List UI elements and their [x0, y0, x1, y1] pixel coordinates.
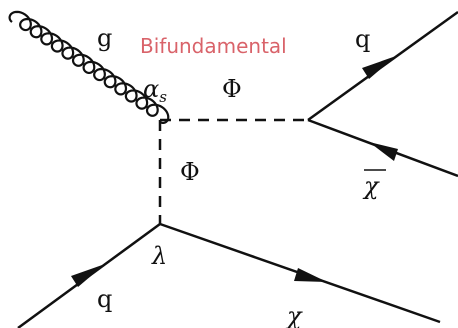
out-chi-label: χ	[285, 302, 303, 328]
gluon-line	[8, 10, 170, 125]
out-antichi-label: χ	[362, 172, 380, 200]
gluon-label: g	[97, 24, 112, 52]
incoming-quark-arrow	[71, 264, 105, 287]
coupling-label: αs	[143, 75, 167, 106]
coupling-subscript: s	[159, 88, 167, 106]
out-quark-label: q	[355, 25, 370, 53]
outgoing-quark-arrow	[362, 56, 396, 79]
in-quark-label: q	[97, 285, 112, 313]
coupling-symbol: α	[143, 75, 159, 103]
mediator-vertical-label: Φ	[180, 158, 200, 186]
mediator-top-label: Φ	[222, 75, 242, 103]
outgoing-antichi-arrow	[369, 142, 398, 161]
outgoing-chi-arrow	[294, 268, 327, 282]
yukawa-label: λ	[151, 242, 167, 270]
diagram-title: Bifundamental	[140, 34, 287, 58]
